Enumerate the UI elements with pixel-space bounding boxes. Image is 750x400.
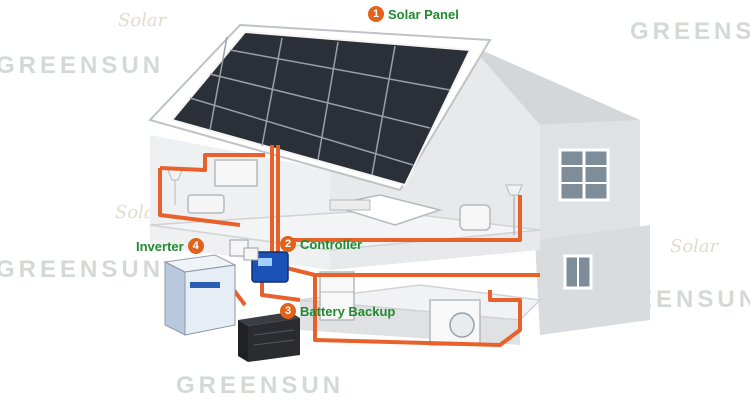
watermark-script: Solar [670,236,719,257]
callout-number-badge: 4 [187,238,204,254]
callout-label: Solar Panel [388,6,459,22]
callout-controller: 2 Controller [280,236,362,252]
watermark-brand: GREENSUN [630,18,750,45]
watermark-brand: GREENSUN [0,256,165,283]
callout-number-badge: 1 [368,6,384,22]
watermark-brand: GREENSUN [176,372,345,399]
callout-battery-backup: 3 Battery Backup [280,303,395,319]
callout-inverter: Inverter 4 [136,238,204,254]
callout-label: Controller [300,236,363,252]
callout-label: Battery Backup [300,303,396,319]
callout-label: Inverter [136,238,184,254]
washing-machine [429,299,481,346]
charge-controller [251,251,289,283]
watermark-script: Solar [118,10,167,31]
upper-window [558,148,610,202]
callout-solar-panel: 1 Solar Panel [368,6,459,22]
callout-number-badge: 3 [280,303,296,319]
sofa [187,194,225,214]
inverter-unit [163,254,237,336]
watermark-brand: GREENSUN [0,52,165,79]
armchair [459,204,491,231]
tv [214,159,258,187]
callout-number-badge: 2 [280,236,296,252]
bed [329,194,443,226]
refrigerator [319,271,355,321]
lower-window [563,254,593,290]
battery-bank [238,312,300,362]
breaker-boxes [229,239,259,261]
solar-panel-array [170,30,472,187]
